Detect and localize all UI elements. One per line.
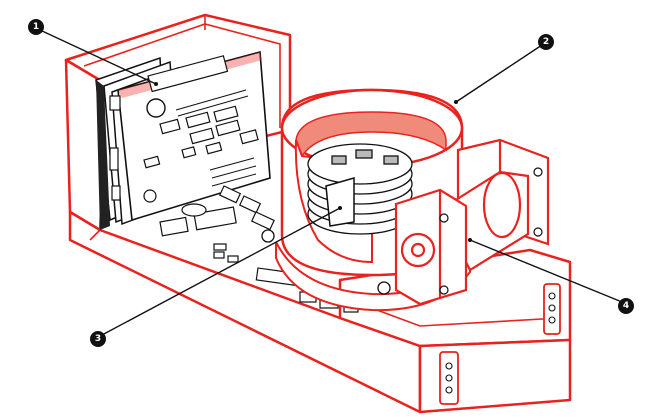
connector-pins — [445, 292, 556, 394]
leader-end-dots — [154, 82, 472, 242]
base-screw — [377, 281, 391, 295]
callout-leaders — [39, 29, 623, 336]
board-capacitor-small — [143, 189, 157, 203]
callout-marker-1: 1 — [28, 19, 44, 35]
motor-bolts — [439, 167, 543, 295]
mount-screw — [261, 229, 275, 243]
callout-label-1: 1 — [33, 22, 39, 32]
callout-marker-3: 3 — [90, 331, 106, 347]
callout-marker-2: 2 — [538, 34, 554, 50]
board-capacitor — [146, 98, 166, 118]
board-pin-rows — [175, 89, 257, 187]
callout-label-2: 2 — [543, 37, 549, 47]
callout-label-3: 3 — [95, 334, 101, 344]
callout-marker-4: 4 — [618, 298, 634, 314]
board-chips — [109, 55, 259, 201]
actuator-arm — [325, 177, 355, 227]
callout-label-4: 4 — [623, 301, 629, 311]
